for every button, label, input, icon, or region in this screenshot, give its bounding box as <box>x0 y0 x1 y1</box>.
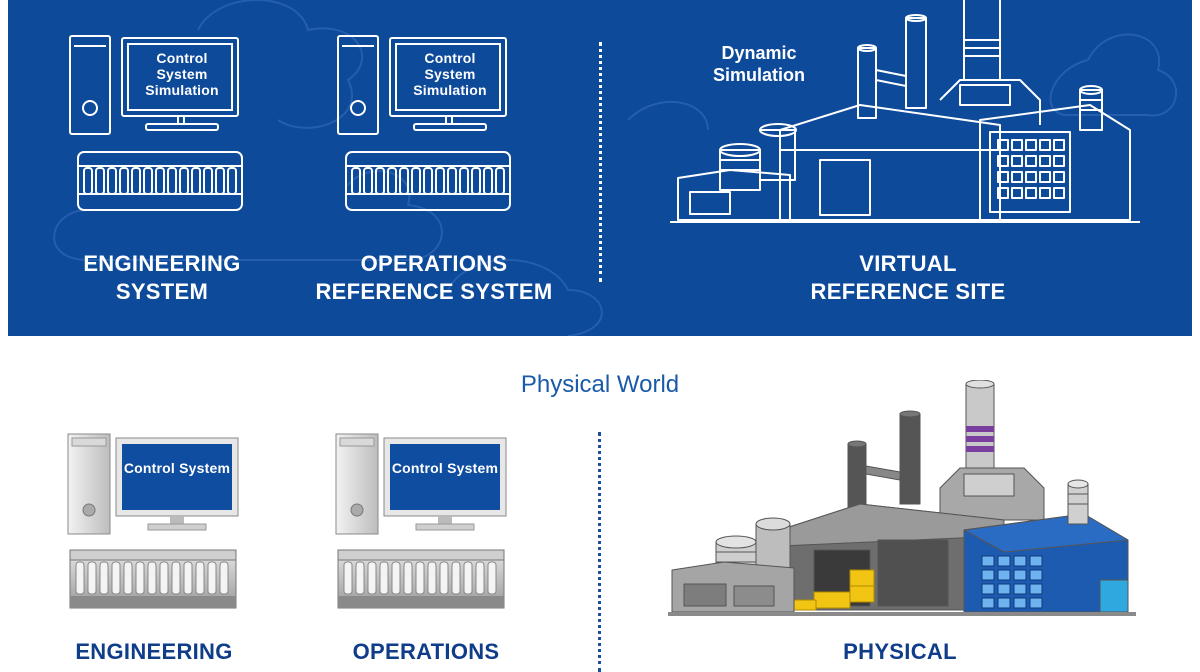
computer-tower-icon <box>335 433 379 535</box>
engineering-physical-label: ENGINEERING <box>75 639 233 664</box>
io-rack-icon <box>337 549 505 609</box>
cloud-icon <box>53 0 1177 336</box>
io-rack-icon <box>69 549 237 609</box>
operations-physical-label: OPERATIONS <box>352 639 500 664</box>
label-line-2: SYSTEM <box>115 279 209 304</box>
monitor-icon <box>383 437 507 531</box>
monitor-icon <box>389 37 507 131</box>
operations-virtual-workstation <box>337 35 511 211</box>
virtual-section-divider <box>599 42 602 282</box>
physical-world-title: Physical World <box>520 371 680 398</box>
operations-physical-workstation <box>335 433 507 609</box>
operations-reference-system-label: OPERATIONS REFERENCE SYSTEM <box>284 250 584 306</box>
monitor-icon <box>115 437 239 531</box>
label-line-2: REFERENCE SITE <box>810 279 1006 304</box>
engineering-physical-monitor-text: Control System <box>123 460 231 476</box>
label-line-1: VIRTUAL <box>859 251 957 276</box>
operations-monitor-text: Control System Simulation <box>413 50 487 98</box>
engineering-monitor-text: Control System Simulation <box>145 50 219 98</box>
virtual-reference-site-label: VIRTUAL REFERENCE SITE <box>778 250 1038 306</box>
engineering-virtual-workstation <box>69 35 243 211</box>
operations-physical-monitor-text: Control System <box>391 460 499 476</box>
physical-section-divider <box>598 432 601 672</box>
label-line-1: ENGINEERING <box>83 251 241 276</box>
dynamic-simulation-callout: Dynamic Simulation <box>712 43 805 85</box>
industrial-plant-icon <box>670 0 1140 223</box>
label-line-1: OPERATIONS <box>360 251 508 276</box>
industrial-plant-icon <box>668 380 1136 616</box>
physical-site-label: PHYSICAL <box>843 639 957 664</box>
computer-tower-icon <box>69 35 111 135</box>
io-rack-icon <box>345 151 511 211</box>
computer-tower-icon <box>67 433 111 535</box>
engineering-physical-workstation <box>67 433 239 609</box>
monitor-icon <box>121 37 239 131</box>
label-line-2: REFERENCE SYSTEM <box>315 279 553 304</box>
io-rack-icon <box>77 151 243 211</box>
computer-tower-icon <box>337 35 379 135</box>
engineering-system-label: ENGINEERING SYSTEM <box>28 250 296 306</box>
